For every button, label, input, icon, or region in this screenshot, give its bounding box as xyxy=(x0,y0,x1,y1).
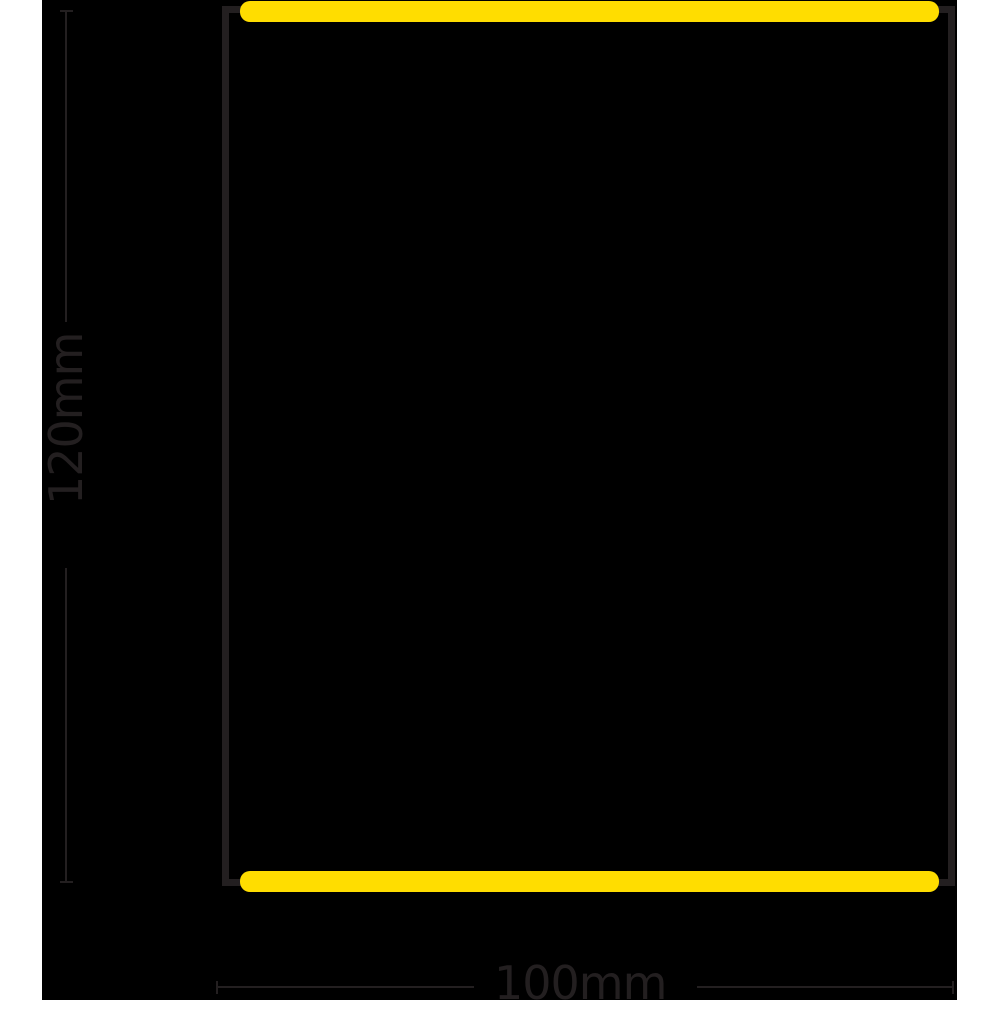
top-yellow-bar xyxy=(240,1,939,22)
height-dimension-line-lower xyxy=(65,568,67,882)
width-dimension-right-tick xyxy=(952,981,954,994)
frame-right-bottom-stub xyxy=(935,879,955,886)
width-dimension-line-left xyxy=(216,986,474,988)
diagram-canvas xyxy=(42,0,957,1000)
height-dimension-bottom-tick xyxy=(60,881,73,883)
frame-left-edge xyxy=(222,6,229,886)
width-label: 100mm xyxy=(494,956,667,1010)
width-dimension-line-right xyxy=(697,986,954,988)
height-label: 120mm xyxy=(39,332,93,505)
height-dimension-line-upper xyxy=(65,10,67,322)
bottom-yellow-bar xyxy=(240,871,939,892)
frame-left-top-stub xyxy=(222,6,244,13)
frame-left-bottom-stub xyxy=(222,879,244,886)
frame-right-edge xyxy=(948,6,955,886)
frame-right-top-stub xyxy=(935,6,955,13)
